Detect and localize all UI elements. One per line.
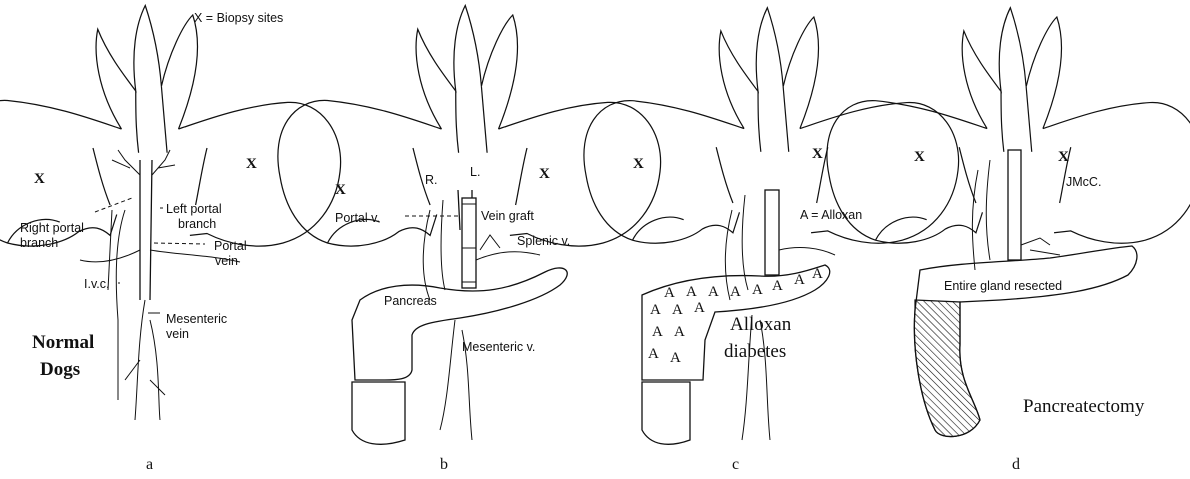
label-vein-graft: Vein graft [481,209,534,223]
splenic-c [779,248,835,255]
panel-d-title: Pancreatectomy [1023,396,1145,417]
label-resected: Entire gland resected [944,279,1062,293]
ivc-b [423,200,445,300]
biopsy-site-marker: X [34,171,45,187]
mesenteric-a [125,300,165,420]
biopsy-site-marker: X [246,156,257,172]
label-mesenteric: Mesenteric [166,312,227,326]
duodenum-b [352,382,405,444]
vein-graft-d [1008,150,1021,260]
label-r: R. [425,173,438,187]
alloxan-marker: A [670,350,681,366]
alloxan-marker: A [752,282,763,298]
leader-line [95,198,132,212]
label-portal-vein-2: vein [215,254,238,268]
panel-a-title-2: Dogs [40,359,80,380]
alloxan-marker: A [664,285,675,301]
biopsy-site-marker: X [1058,149,1069,165]
mesenteric-b [440,320,472,440]
duodenum-c [642,382,690,444]
alloxan-marker: A [686,284,697,300]
panel-b-letter: b [440,456,448,473]
alloxan-marker: A [648,346,659,362]
label-splenic-v: Splenic v. [517,234,570,248]
panel-a-title: Normal [32,332,94,353]
alloxan-marker: A [674,324,685,340]
label-mesenteric-2: vein [166,327,189,341]
panel-a: X X Right portal branch Left portal bran… [0,5,341,473]
panel-b: X X R. L. Portal v. Vein graft Splenic v… [278,5,661,473]
label-left-portal-2: branch [178,217,216,231]
biopsy-site-marker: X [539,166,550,182]
label-l: L. [470,165,480,179]
biopsy-site-marker: X [812,146,823,162]
vein-graft-b [462,198,476,288]
panel-c: X X A A A A A A A A A A A A A A A A = Al… [584,8,959,473]
alloxan-marker: A [694,300,705,316]
label-ivc: I.v.c. [84,277,109,291]
pancreas-b [352,268,567,380]
alloxan-key: A = Alloxan [800,208,862,222]
alloxan-marker: A [672,302,683,318]
alloxan-marker: A [794,272,805,288]
label-left-portal: Left portal [166,202,222,216]
panel-d-letter: d [1012,456,1020,473]
alloxan-marker: A [772,278,783,294]
alloxan-marker: A [650,302,661,318]
portal-branches-a [112,150,175,175]
alloxan-marker: A [812,266,823,282]
alloxan-marker: A [652,324,663,340]
panel-d: X X JMcC. Entire gland resected Pancreat… [827,8,1190,473]
alloxan-marker: A [730,284,741,300]
biopsy-site-marker: X [633,156,644,172]
label-right-portal-2: branch [20,236,58,250]
panel-a-letter: a [146,456,153,473]
label-pancreas: Pancreas [384,294,437,308]
leader-line [154,243,205,244]
biopsy-site-marker: X [335,182,346,198]
vein-graft-c [765,190,779,275]
splenic-d [1021,238,1060,255]
label-right-portal: Right portal [20,221,84,235]
ivc-a [108,210,125,400]
biopsy-site-marker: X [914,149,925,165]
label-mesenteric-v: Mesenteric v. [462,340,535,354]
biopsy-legend: X = Biopsy sites [194,11,283,25]
alloxan-marker: A [708,284,719,300]
label-portal-v: Portal v. [335,211,380,225]
label-portal-vein: Portal [214,239,247,253]
panel-c-letter: c [732,456,739,473]
duodenum-d [914,300,980,437]
artist-signature: JMcC. [1066,175,1101,189]
panel-c-title: Alloxan [730,314,792,335]
portal-vein-a [140,160,152,300]
panel-c-title-2: diabetes [724,341,786,362]
